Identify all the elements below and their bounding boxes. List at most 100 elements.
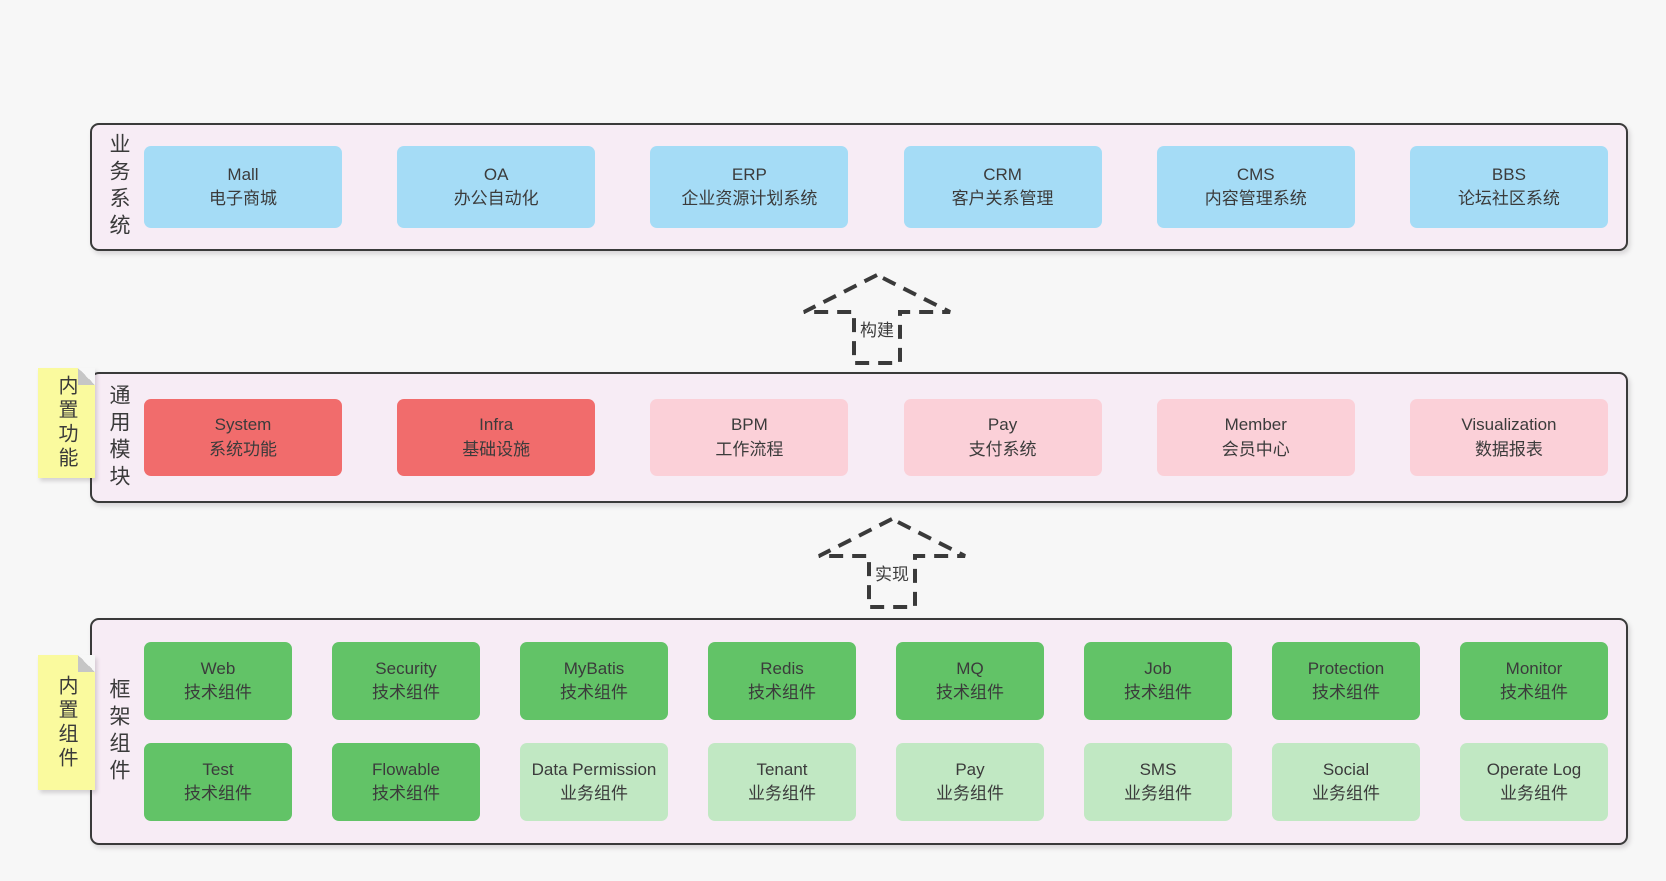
box-title: Web: [200, 659, 236, 679]
folded-corner-icon: [78, 368, 95, 385]
box-tenant: Tenant 业务组件: [708, 742, 856, 821]
box-data-permission: Data Permission 业务组件: [520, 742, 668, 821]
box-title: BBS: [1491, 164, 1526, 184]
box-sms: SMS 业务组件: [1084, 742, 1232, 821]
implement-arrow: 实现: [817, 516, 967, 610]
box-job: Job 技术组件: [1084, 642, 1232, 721]
box-mall: Mall 电子商城: [144, 146, 342, 228]
box-title: Pay: [955, 759, 985, 779]
box-crm: CRM 客户关系管理: [903, 146, 1102, 228]
box-subtitle: 工作流程: [715, 439, 784, 459]
box-erp: ERP 企业资源计划系统: [650, 146, 849, 228]
box-title: Operate Log: [1486, 759, 1582, 779]
box-title: ERP: [731, 164, 767, 184]
box-subtitle: 支付系统: [968, 439, 1037, 459]
business-box-row: Mall 电子商城 OA 办公自动化 ERP 企业资源计划系统 CRM 客户关系…: [144, 146, 1608, 228]
box-title: Protection: [1307, 659, 1385, 679]
box-title: Infra: [479, 415, 514, 435]
box-subtitle: 技术组件: [184, 683, 252, 703]
framework-box-row-1: Web 技术组件 Security 技术组件 MyBatis 技术组件 Redi…: [144, 642, 1608, 721]
box-title: Test: [202, 759, 234, 779]
box-subtitle: 业务组件: [560, 783, 628, 803]
box-subtitle: 业务组件: [1500, 783, 1568, 803]
box-subtitle: 企业资源计划系统: [681, 189, 818, 208]
box-title: Redis: [760, 659, 804, 679]
box-subtitle: 客户关系管理: [951, 189, 1054, 208]
box-subtitle: 技术组件: [184, 783, 252, 803]
box-subtitle: 基础设施: [462, 439, 531, 459]
box-oa: OA 办公自动化: [397, 146, 596, 228]
box-subtitle: 技术组件: [1312, 683, 1380, 703]
box-title: Mall: [227, 164, 259, 184]
layer-business-systems: 业务系统 Mall 电子商城 OA 办公自动化 ERP 企业资源计划系统 CRM…: [90, 123, 1628, 251]
box-title: MyBatis: [563, 659, 625, 679]
box-subtitle: 技术组件: [372, 783, 440, 803]
box-title: MQ: [956, 659, 984, 679]
box-title: Member: [1224, 415, 1287, 435]
box-visualization: Visualization 数据报表: [1409, 399, 1608, 476]
box-mq: MQ 技术组件: [896, 642, 1044, 721]
box-title: Pay: [987, 415, 1018, 435]
box-subtitle: 技术组件: [1124, 683, 1192, 703]
box-redis: Redis 技术组件: [708, 642, 856, 721]
box-title: Security: [375, 659, 437, 679]
box-title: BPM: [730, 415, 768, 435]
box-subtitle: 电子商城: [209, 189, 277, 208]
box-title: Social: [1322, 759, 1370, 779]
box-subtitle: 业务组件: [936, 783, 1004, 803]
box-subtitle: 办公自动化: [453, 189, 539, 208]
box-cms: CMS 内容管理系统: [1156, 146, 1355, 228]
box-title: OA: [483, 164, 509, 184]
box-monitor: Monitor 技术组件: [1460, 642, 1608, 721]
box-title: CMS: [1236, 164, 1275, 184]
box-subtitle: 会员中心: [1221, 439, 1290, 459]
box-pay-module: Pay 支付系统: [903, 399, 1102, 476]
box-title: CRM: [983, 164, 1022, 184]
box-test: Test 技术组件: [144, 742, 292, 821]
box-security: Security 技术组件: [332, 642, 480, 721]
box-subtitle: 技术组件: [748, 683, 816, 703]
box-member: Member 会员中心: [1156, 399, 1355, 476]
box-subtitle: 业务组件: [1312, 783, 1380, 803]
box-title: SMS: [1139, 759, 1177, 779]
modules-box-row: System 系统功能 Infra 基础设施 BPM 工作流程 Pay 支付系统…: [144, 399, 1608, 476]
box-operate-log: Operate Log 业务组件: [1460, 742, 1608, 821]
box-infra: Infra 基础设施: [397, 399, 596, 476]
layer-common-modules: 通用模块 System 系统功能 Infra 基础设施 BPM 工作流程 Pay…: [90, 372, 1628, 503]
box-protection: Protection 技术组件: [1272, 642, 1420, 721]
box-subtitle: 技术组件: [560, 683, 628, 703]
folded-corner-icon: [78, 655, 95, 672]
layer-label-framework: 框架组件: [107, 677, 130, 786]
box-pay-component: Pay 业务组件: [896, 742, 1044, 821]
box-title: Tenant: [756, 759, 808, 779]
framework-box-row-2: Test 技术组件 Flowable 技术组件 Data Permission …: [144, 742, 1608, 821]
build-arrow: 构建: [802, 272, 952, 366]
box-subtitle: 数据报表: [1474, 439, 1543, 459]
box-subtitle: 论坛社区系统: [1457, 189, 1560, 208]
box-subtitle: 技术组件: [936, 683, 1004, 703]
box-subtitle: 系统功能: [209, 439, 277, 459]
note-built-in-components: 内置组件: [38, 655, 95, 790]
box-social: Social 业务组件: [1272, 742, 1420, 821]
box-title: Job: [1144, 659, 1172, 679]
box-title: Flowable: [371, 759, 441, 779]
box-bpm: BPM 工作流程: [650, 399, 849, 476]
box-subtitle: 技术组件: [372, 683, 440, 703]
box-system: System 系统功能: [144, 399, 342, 476]
layer-label-modules: 通用模块: [107, 383, 130, 492]
layer-framework-components: 框架组件 Web 技术组件 Security 技术组件 MyBatis 技术组件…: [90, 618, 1628, 845]
box-mybatis: MyBatis 技术组件: [520, 642, 668, 721]
box-web: Web 技术组件: [144, 642, 292, 721]
note-text: 内置功能: [55, 375, 77, 471]
box-bbs: BBS 论坛社区系统: [1409, 146, 1608, 228]
box-subtitle: 业务组件: [1124, 783, 1192, 803]
box-subtitle: 技术组件: [1500, 683, 1568, 703]
note-text: 内置组件: [55, 674, 77, 771]
box-subtitle: 业务组件: [748, 783, 816, 803]
implement-arrow-label: 实现: [871, 560, 913, 585]
box-subtitle: 内容管理系统: [1204, 189, 1307, 208]
build-arrow-label: 构建: [856, 316, 898, 341]
layer-label-business: 业务系统: [107, 133, 130, 241]
box-title: System: [214, 415, 272, 435]
